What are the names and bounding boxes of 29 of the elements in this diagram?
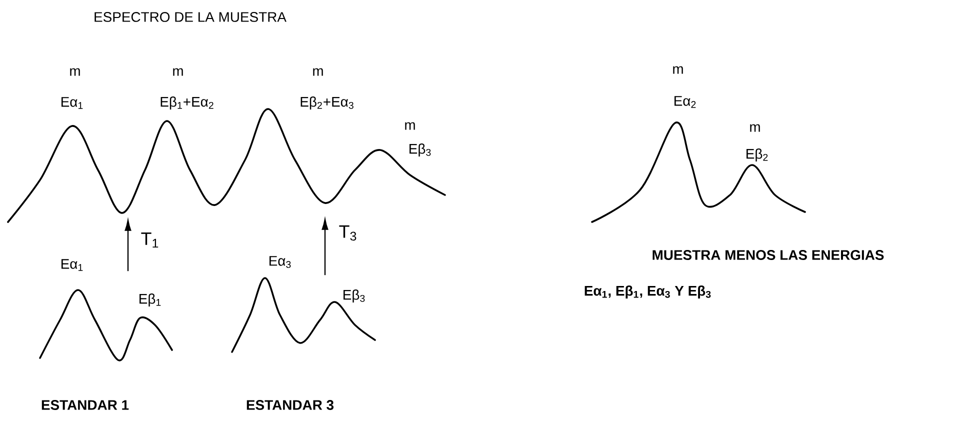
arrow xyxy=(124,220,132,272)
peak-label: Eβ$_{2}$+Eα$_{3}$ xyxy=(300,96,354,110)
peak-label: Eβ$_{3}$ xyxy=(410,144,431,156)
peak-label: Eβ$_{1}$ xyxy=(140,294,161,306)
title: ESPECTRO DE LA MUESTRA xyxy=(94,12,286,22)
peak-label: m xyxy=(70,68,80,76)
peak-label: m xyxy=(405,122,415,130)
peak-label: Eβ$_{2}$ xyxy=(746,148,768,162)
edge-label: T$_{1}$ xyxy=(140,231,160,249)
node-label: Eα$_{1}$, Eβ$_{1}$, Eα$_{3}$ Y Eβ$_{3}$ xyxy=(584,286,711,298)
spectrum-drawing xyxy=(591,122,806,223)
peak-label: m xyxy=(173,68,183,76)
peak-label: m xyxy=(750,124,760,132)
edge-label: T$_{3}$ xyxy=(338,224,358,242)
node-label: ESTANDAR 1 xyxy=(42,400,129,410)
peak-label: Eβ$_{3}$ xyxy=(344,290,365,302)
peak-label: Eα$_{1}$ xyxy=(62,259,83,271)
spectrum-drawing xyxy=(231,277,376,353)
node-label: ESTANDAR 3 xyxy=(246,400,334,410)
peak-label: Eα$_{2}$ xyxy=(674,96,696,108)
peak-label: Eα$_{1}$ xyxy=(62,97,83,109)
peak-label: m xyxy=(673,66,683,74)
peak-label: Eβ$_{1}$+Eα$_{2}$ xyxy=(160,96,214,110)
spectrum-drawing xyxy=(39,289,173,362)
spectrum-drawing xyxy=(7,108,446,223)
peak-label: Eα$_{3}$ xyxy=(270,256,291,268)
arrow xyxy=(322,218,328,276)
peak-label: m xyxy=(313,68,323,76)
node-label: MUESTRA MENOS LAS ENERGIAS xyxy=(652,250,884,260)
